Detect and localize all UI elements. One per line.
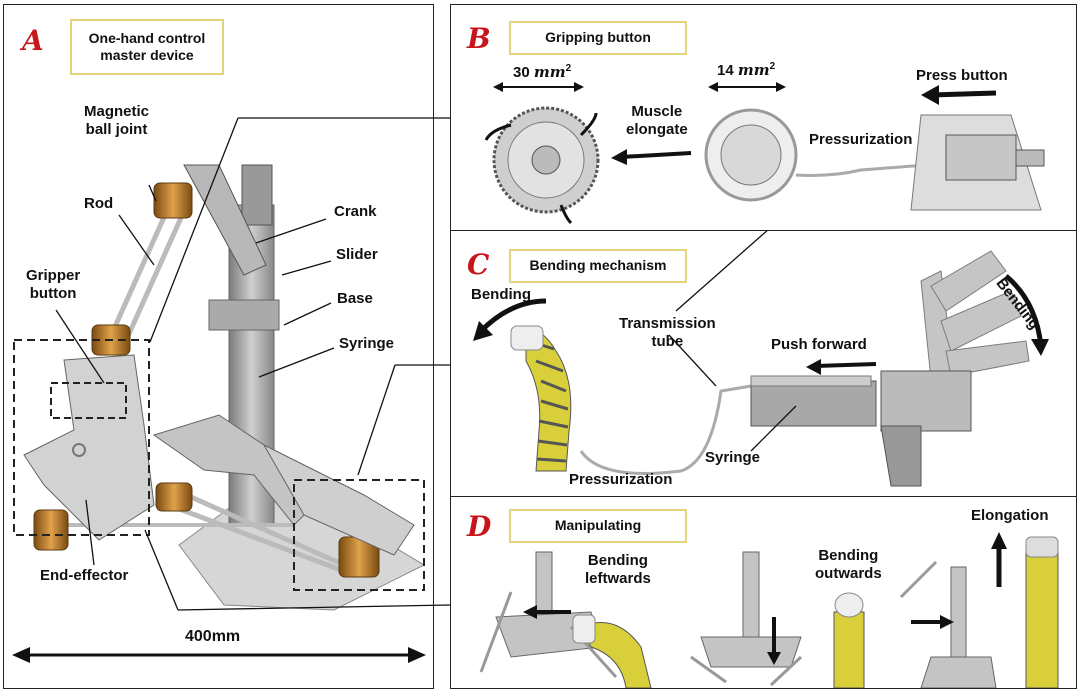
panel-a-title: One-hand control master device [70,19,224,75]
syringe-body [750,380,877,427]
area-large-unit: mm [533,63,566,81]
device-bending-outwards [690,551,803,687]
area-small: 14 mm2 [717,61,775,80]
panel-b: B Gripping button 30 mm2 14 mm2 Muscle e… [450,4,1077,232]
title-line-1: One-hand control [88,29,206,46]
transmission-line-2: tube [651,333,684,350]
label-end-effector: End-effector [40,567,129,584]
manipulating-illustration [479,532,1059,688]
panel-d-title: Manipulating [509,509,687,543]
label-syringe: Syringe [339,335,395,352]
large-button-gear [492,106,600,214]
panel-a: A One-hand control master device Magneti… [3,4,434,689]
area-large-value: 30 [513,64,534,81]
dimension-label: 400mm [185,628,241,645]
panel-d-tag: D [467,510,492,543]
magnetic-line-1: Magnetic [84,103,150,120]
label-push-forward: Push forward [771,336,867,353]
label-pressurization: Pressurization [809,131,913,148]
panel-b-title: Gripping button [509,21,687,55]
muscle-line-2: elongate [626,121,688,138]
label-bending-leftwards: Bending leftwards [585,552,651,588]
panel-c-title: Bending mechanism [509,249,687,283]
label-syringe-c: Syringe [705,449,761,466]
label-muscle-elongate: Muscle elongate [626,103,688,139]
area-large: 30 mm2 [513,63,571,82]
label-base: Base [337,290,373,307]
yellow-bellows [510,325,572,472]
device-elongation [899,560,997,688]
bending-leftwards-line-1: Bending [587,552,648,569]
label-bending-left: Bending [471,286,531,303]
label-transmission-tube: Transmission tube [619,315,716,351]
label-crank: Crank [334,203,377,220]
gripping-button-illustration [484,82,1045,225]
panel-a-tag: A [22,24,44,57]
panel-c-tag: C [467,248,490,281]
transmission-line-1: Transmission [619,315,716,332]
panel-c: C Bending mechanism Bending Bending Tran… [450,230,1077,498]
magnetic-line-2: ball joint [85,121,148,138]
rotating-plates [920,250,1030,400]
area-small-exp: 2 [769,61,776,72]
bending-mechanism-illustration [473,231,1049,487]
title-line-2: master device [100,47,194,63]
area-small-value: 14 [717,62,738,79]
panel-b-tag: B [467,22,491,55]
label-gripper-button: Gripper button [26,267,80,303]
gripper-line-2: button [29,285,77,302]
label-rod: Rod [84,195,114,212]
bending-leftwards-line-2: leftwards [585,570,651,587]
small-button [704,108,798,202]
label-elongation: Elongation [971,507,1049,524]
area-small-unit: mm [737,61,770,79]
gripper-line-1: Gripper [26,267,81,284]
area-large-exp: 2 [565,63,572,74]
panel-d: D Manipulating Bending leftwards Bending… [450,496,1077,689]
label-bending-outwards: Bending outwards [815,547,882,583]
label-pressurization-c: Pressurization [569,471,673,488]
label-magnetic-ball-joint: Magnetic ball joint [84,103,149,139]
label-slider: Slider [336,246,378,263]
end-effector [23,354,155,541]
bending-outwards-line-1: Bending [818,547,879,564]
label-press-button: Press button [916,67,1008,84]
muscle-line-1: Muscle [631,103,683,120]
bending-outwards-line-2: outwards [815,565,882,582]
